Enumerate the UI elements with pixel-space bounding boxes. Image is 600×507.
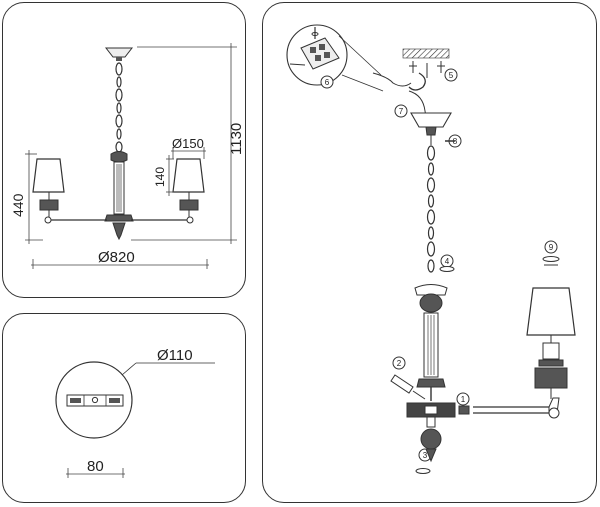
ceiling-hook bbox=[408, 72, 426, 91]
step-label-6: 6 bbox=[325, 78, 330, 87]
finial-tip bbox=[425, 448, 437, 463]
step-marker-2 bbox=[392, 356, 406, 370]
step-marker-5 bbox=[444, 68, 458, 82]
arm-hub bbox=[104, 214, 134, 222]
canopy-detail-panel: Ø110 80 bbox=[2, 313, 246, 503]
width-label: Ø820 bbox=[98, 249, 135, 266]
step-label-7: 7 bbox=[399, 107, 404, 116]
right-candle-cup bbox=[179, 199, 199, 211]
supply-wires bbox=[372, 72, 412, 87]
step-label-2: 2 bbox=[397, 359, 402, 368]
arm-connector bbox=[458, 405, 470, 415]
step-markers: 1 2 3 4 5 6 7 8 9 bbox=[320, 68, 558, 462]
chain bbox=[115, 62, 123, 153]
chandelier-dimension-drawing: 1130 440 Ø150 140 Ø820 bbox=[10, 43, 245, 269]
assembly-canopy bbox=[410, 112, 452, 128]
ceiling-hatch bbox=[402, 48, 450, 59]
step-label-4: 4 bbox=[445, 257, 450, 266]
height-total-label: 1130 bbox=[228, 123, 245, 155]
stem-cap bbox=[414, 284, 448, 296]
shade-ring-icon bbox=[542, 256, 560, 262]
height-arms-dimension bbox=[25, 150, 43, 244]
stem-ornament-top bbox=[110, 151, 128, 163]
shade-height-dimension bbox=[166, 155, 174, 196]
arm-joint bbox=[548, 407, 560, 419]
left-arm-end bbox=[44, 216, 52, 224]
shade-diameter-label: Ø150 bbox=[172, 136, 204, 151]
height-arms-label: 440 bbox=[10, 193, 26, 217]
mount-width-dimension bbox=[66, 468, 125, 478]
step-label-8: 8 bbox=[453, 137, 458, 146]
width-dimension bbox=[31, 259, 209, 269]
mount-width-label: 80 bbox=[87, 458, 104, 475]
height-total-dimension bbox=[131, 43, 237, 244]
stem-collar bbox=[416, 378, 446, 388]
mounting-center-hole bbox=[91, 396, 99, 404]
shade-diameter-dimension bbox=[171, 147, 206, 159]
step-label-5: 5 bbox=[449, 71, 454, 80]
left-candle-cup bbox=[39, 199, 59, 211]
shade-height-label: 140 bbox=[153, 167, 167, 187]
step-marker-9 bbox=[544, 240, 558, 254]
assembly-drawing: 1 2 3 4 5 6 7 8 9 bbox=[286, 24, 576, 474]
canopy-nut bbox=[425, 126, 437, 136]
canopy-mount-drawing: Ø110 80 bbox=[55, 347, 215, 478]
canopy-hook bbox=[116, 57, 122, 61]
mounting-slot-right bbox=[109, 398, 120, 403]
step-label-9: 9 bbox=[549, 243, 554, 252]
assembly-shade bbox=[526, 287, 576, 336]
mounting-slot-left bbox=[70, 398, 81, 403]
chain-washer-icon bbox=[439, 266, 455, 272]
stem-ornament bbox=[419, 293, 443, 313]
overview-panel: 1130 440 Ø150 140 Ø820 bbox=[2, 2, 246, 298]
finial-washer-icon bbox=[415, 468, 431, 474]
connector-tool-icon bbox=[390, 374, 414, 394]
assembly-candle-cup bbox=[534, 367, 568, 389]
ceiling-screws bbox=[409, 61, 445, 78]
ceiling-canopy bbox=[104, 47, 134, 58]
step-label-1: 1 bbox=[461, 395, 466, 404]
step-marker-1 bbox=[456, 392, 470, 406]
right-shade bbox=[172, 158, 205, 193]
step-marker-7 bbox=[394, 104, 408, 118]
left-shade bbox=[32, 158, 65, 193]
step-label-3: 3 bbox=[423, 451, 428, 460]
assembly-chain bbox=[426, 145, 436, 273]
assembly-panel: 1 2 3 4 5 6 7 8 9 bbox=[262, 2, 597, 503]
right-arm-end bbox=[186, 216, 194, 224]
canopy-diameter-label: Ø110 bbox=[157, 347, 193, 364]
terminal-block bbox=[300, 37, 340, 70]
bottom-finial bbox=[112, 222, 126, 241]
finial-ornament bbox=[420, 428, 442, 450]
bulb-holder bbox=[542, 342, 560, 360]
step-marker-6 bbox=[320, 75, 334, 89]
